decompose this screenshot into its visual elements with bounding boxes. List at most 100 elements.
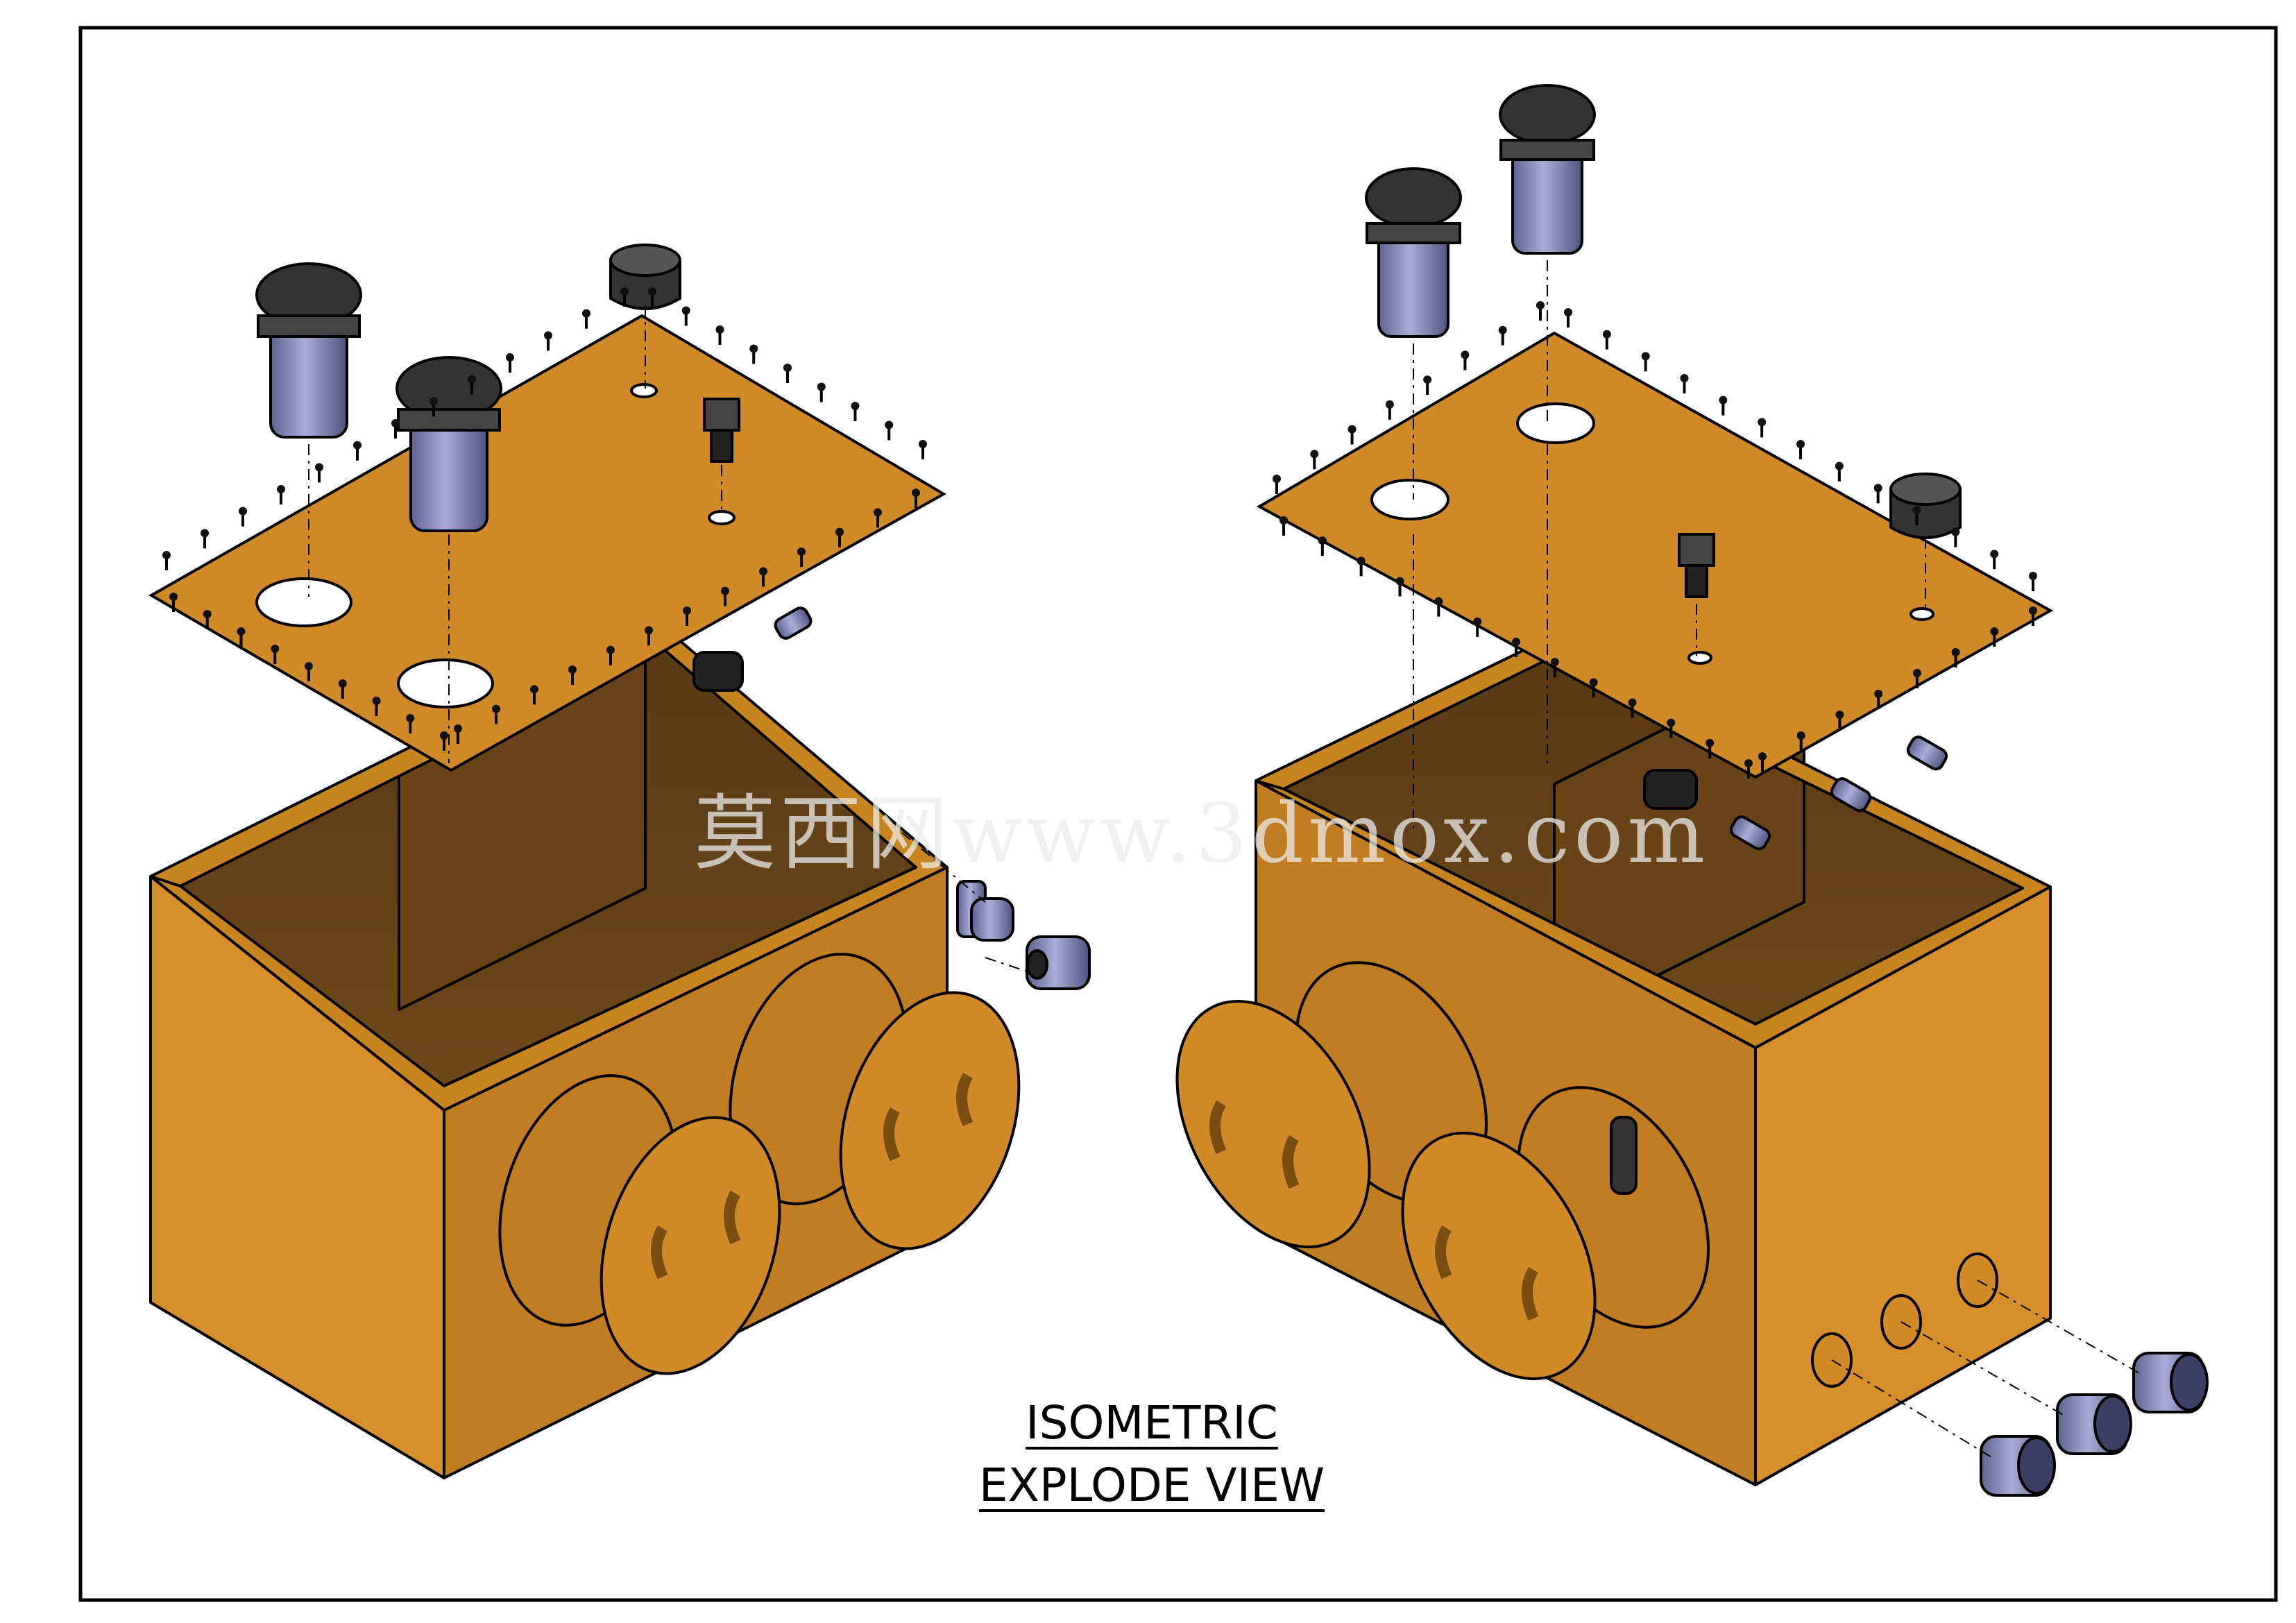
plate-hole bbox=[708, 510, 735, 525]
bolt-icon bbox=[440, 731, 448, 751]
bolt-icon bbox=[1951, 648, 1960, 668]
bolt-icon bbox=[1758, 752, 1767, 772]
plate-hole bbox=[630, 383, 658, 398]
bolt-icon bbox=[683, 606, 691, 626]
bolt-icon bbox=[715, 325, 724, 345]
bolt-icon bbox=[645, 626, 653, 646]
bolt-icon bbox=[1385, 400, 1394, 420]
tank-rim bbox=[1255, 636, 2052, 1049]
bolt-icon bbox=[1719, 396, 1728, 416]
top-cover-plate bbox=[148, 314, 947, 772]
bolt-icon bbox=[1680, 374, 1689, 393]
bolt-icon bbox=[620, 287, 629, 307]
bolt-icon bbox=[1912, 506, 1921, 525]
bolt-icon bbox=[1395, 577, 1404, 597]
bolt-icon bbox=[271, 645, 280, 664]
filter-housing bbox=[255, 262, 362, 439]
bolt-icon bbox=[1423, 375, 1432, 396]
bolt-icon bbox=[1498, 325, 1507, 346]
explode-lines bbox=[1413, 260, 2141, 1458]
bolt-icon bbox=[1589, 678, 1598, 698]
bolt-icon bbox=[1347, 425, 1357, 445]
inspection-cover bbox=[599, 1116, 781, 1375]
bolt-icon bbox=[721, 586, 729, 606]
bolt-icon bbox=[492, 704, 500, 724]
plate-hole bbox=[1370, 479, 1449, 520]
bolt-icon bbox=[681, 306, 690, 326]
bolt-icon bbox=[1318, 536, 1327, 556]
port-plug bbox=[2056, 1393, 2132, 1455]
drain-plug bbox=[1026, 935, 1091, 990]
port-fitting bbox=[1643, 736, 1948, 851]
bolt-icon bbox=[919, 440, 927, 459]
bolt-hardware-group bbox=[162, 287, 2037, 779]
filter-housing bbox=[1499, 84, 1596, 255]
bolt-icon bbox=[885, 420, 894, 441]
view-caption-line2: EXPLODE VIEW bbox=[944, 1463, 1360, 1509]
bolt-icon bbox=[817, 382, 826, 402]
bolt-icon bbox=[1796, 440, 1805, 459]
bolt-icon bbox=[582, 309, 590, 329]
bolt-icon bbox=[1434, 597, 1443, 617]
plate-hole bbox=[1687, 651, 1712, 665]
bolt-icon bbox=[1641, 352, 1650, 372]
bolt-icon bbox=[1835, 461, 1844, 482]
level-gauge bbox=[956, 880, 1014, 942]
bolt-icon bbox=[759, 567, 767, 587]
bolt-icon bbox=[1990, 550, 1999, 570]
explode-lines bbox=[308, 305, 1028, 972]
bolt-icon bbox=[201, 529, 209, 549]
bolt-icon bbox=[277, 485, 285, 504]
bolt-icon bbox=[315, 463, 323, 483]
bolt-icon bbox=[1744, 759, 1753, 779]
port-fitting bbox=[692, 606, 813, 692]
watermark: 莫西网www.3dmox.com bbox=[694, 785, 1710, 881]
oil-filler bbox=[1678, 533, 1715, 598]
bolt-icon bbox=[1512, 638, 1520, 657]
bolt-icon bbox=[1357, 556, 1366, 577]
filter-housing bbox=[396, 356, 502, 532]
bolt-icon bbox=[606, 645, 615, 665]
left-isometric-view bbox=[148, 244, 1091, 1479]
bolt-icon bbox=[2029, 572, 2037, 591]
bolt-icon bbox=[1951, 527, 1960, 547]
bolt-icon bbox=[2029, 606, 2037, 626]
bolt-icon bbox=[162, 551, 171, 570]
bolt-icon bbox=[1796, 731, 1805, 751]
caption-text-explode-view: EXPLODE VIEW bbox=[978, 1459, 1325, 1512]
bolt-icon bbox=[1536, 301, 1545, 321]
bolt-icon bbox=[391, 419, 400, 439]
port-plug bbox=[2132, 1352, 2209, 1413]
bolt-icon bbox=[239, 507, 247, 527]
bolt-icon bbox=[1706, 738, 1715, 758]
bolt-icon bbox=[430, 397, 438, 417]
drawing-frame bbox=[78, 26, 2278, 1602]
bolt-icon bbox=[1602, 330, 1611, 350]
bolt-icon bbox=[406, 714, 415, 733]
bolt-icon bbox=[305, 662, 313, 681]
port-plug bbox=[1980, 1435, 2056, 1497]
breather-cap bbox=[609, 244, 681, 310]
bolt-icon bbox=[783, 364, 792, 383]
bolt-icon bbox=[1564, 308, 1572, 328]
bolt-icon bbox=[544, 331, 552, 351]
bolt-icon bbox=[1279, 516, 1288, 536]
plate-hole bbox=[1910, 607, 1934, 621]
bolt-icon bbox=[797, 547, 806, 567]
inspection-cover bbox=[1175, 1000, 1371, 1248]
plate-hole bbox=[1516, 402, 1595, 444]
bolt-icon bbox=[835, 527, 844, 547]
bolt-icon bbox=[506, 353, 514, 373]
bolt-icon bbox=[338, 679, 347, 699]
bolt-icon bbox=[203, 610, 212, 629]
bolt-icon bbox=[1550, 658, 1559, 678]
bolt-icon bbox=[454, 724, 462, 744]
bolt-icon bbox=[1873, 484, 1882, 504]
bolt-icon bbox=[1473, 617, 1482, 637]
bolt-icon bbox=[912, 488, 920, 508]
bolt-icon bbox=[1874, 690, 1883, 709]
bolt-icon bbox=[568, 665, 577, 685]
bolt-icon bbox=[1990, 627, 1999, 647]
bolt-icon bbox=[372, 697, 381, 716]
plate-hole bbox=[255, 577, 352, 627]
